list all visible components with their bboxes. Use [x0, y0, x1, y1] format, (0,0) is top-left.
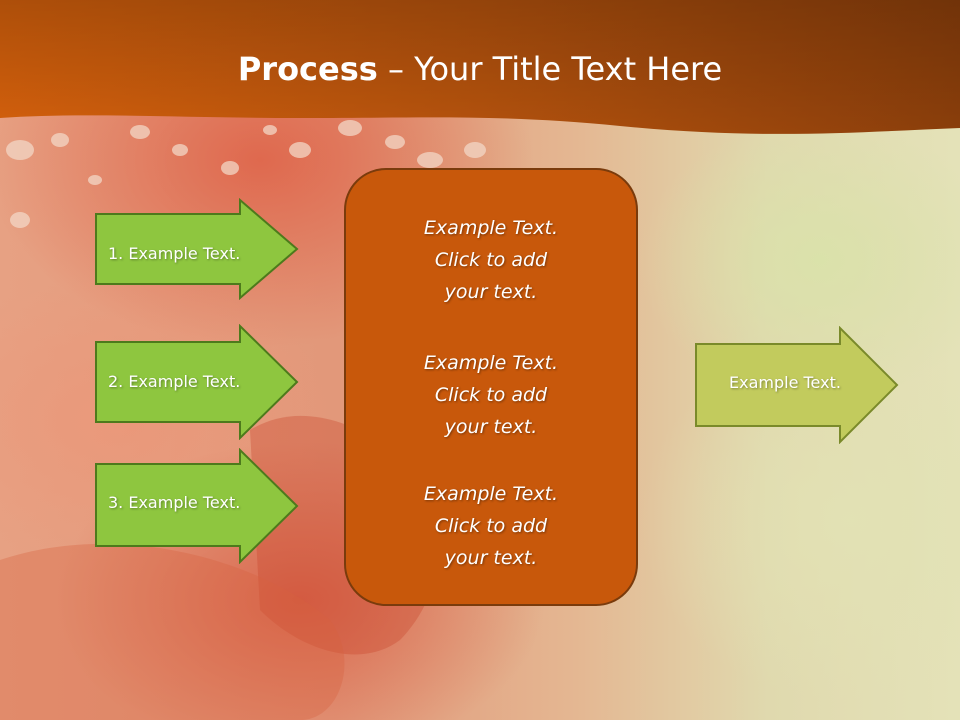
center-block-2: Example Text. Click to add your text.	[344, 347, 638, 443]
title-bold: Process	[237, 50, 378, 88]
left-arrow-3-label: 3. Example Text.	[108, 493, 241, 512]
center-block-3-line-3: your text.	[444, 547, 538, 569]
left-arrow-3[interactable]	[94, 448, 300, 564]
right-arrow[interactable]	[694, 326, 900, 444]
right-arrow-label: Example Text.	[729, 373, 841, 392]
left-arrow-1-label: 1. Example Text.	[108, 244, 241, 263]
center-block-2-line-2: Click to add	[434, 384, 548, 406]
center-block-2-line-1: Example Text.	[423, 352, 559, 374]
center-block-2-line-3: your text.	[444, 416, 538, 438]
center-block-1-line-1: Example Text.	[423, 217, 559, 239]
title-rest: – Your Title Text Here	[377, 50, 723, 88]
center-block-1-line-2: Click to add	[434, 249, 548, 271]
center-block-3-line-1: Example Text.	[423, 483, 559, 505]
center-process-box[interactable]	[344, 168, 638, 606]
left-arrow-2-label: 2. Example Text.	[108, 372, 241, 391]
center-block-3-line-2: Click to add	[434, 515, 548, 537]
center-block-3: Example Text. Click to add your text.	[344, 478, 638, 574]
center-block-1-line-3: your text.	[444, 281, 538, 303]
left-arrow-2[interactable]	[94, 324, 300, 440]
slide-title: Process – Your Title Text Here	[0, 50, 960, 88]
center-block-1: Example Text. Click to add your text.	[344, 212, 638, 308]
left-arrow-1[interactable]	[94, 198, 300, 300]
